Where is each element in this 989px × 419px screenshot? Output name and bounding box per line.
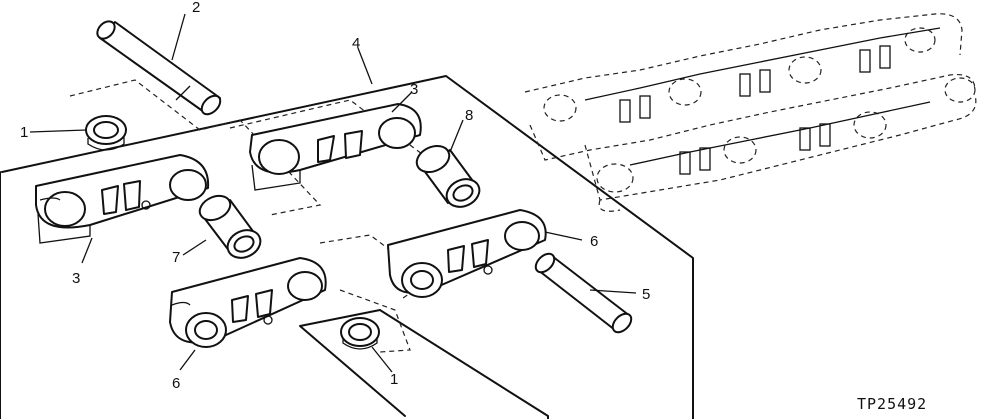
- callout-4: 4: [352, 35, 360, 52]
- seal-upper: [85, 115, 127, 151]
- track-link-left: [35, 154, 210, 244]
- callout-1-upper: 1: [20, 124, 28, 141]
- bushing-8: [415, 144, 481, 208]
- pin-lower: [534, 252, 633, 334]
- pin-upper: [96, 20, 222, 116]
- callout-5: 5: [642, 286, 650, 303]
- callout-6-lower: 6: [172, 375, 180, 392]
- callout-8: 8: [465, 107, 473, 124]
- callout-6-right: 6: [590, 233, 598, 250]
- callout-3-upper: 3: [410, 81, 418, 98]
- assembled-chain-reference: [524, 13, 977, 212]
- callout-labels: 2 4 1 3 8 3 7 6 5 6 1: [20, 0, 650, 392]
- figure-id: TP25492: [857, 395, 927, 413]
- callout-1-lower: 1: [390, 371, 398, 388]
- seal-lower: [340, 317, 380, 350]
- track-link-lower: [169, 257, 327, 348]
- callout-2: 2: [192, 0, 200, 16]
- callout-3-lower: 3: [72, 270, 80, 287]
- track-link-upper-right: [249, 103, 422, 191]
- track-link-right: [387, 209, 547, 298]
- cutaway-plane-outline: [0, 75, 694, 419]
- callout-7: 7: [172, 249, 180, 266]
- bushing-7: [198, 194, 262, 259]
- leader-lines: [29, 13, 637, 373]
